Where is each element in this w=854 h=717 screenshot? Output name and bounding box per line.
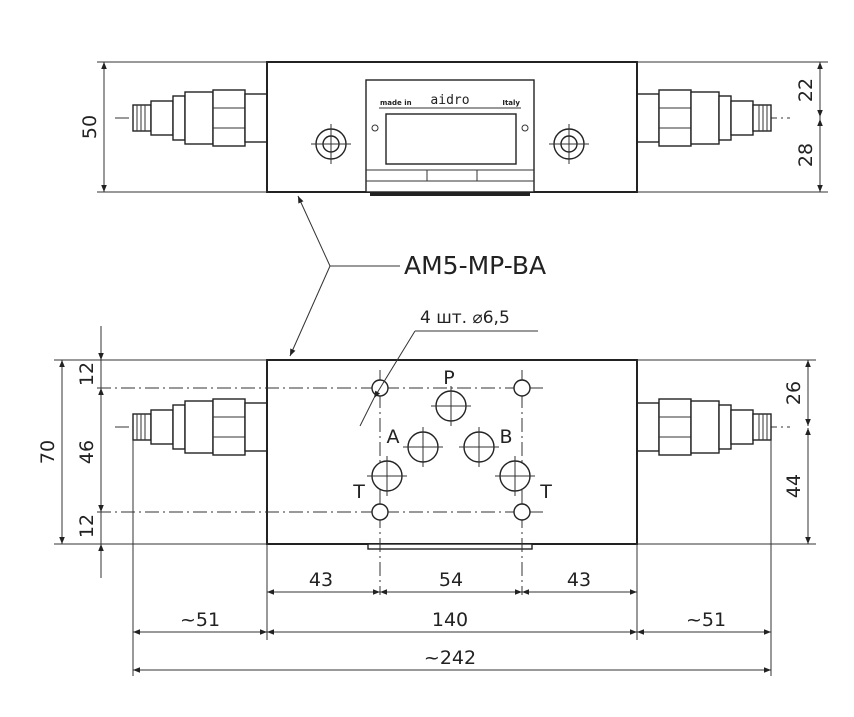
port-a xyxy=(403,427,443,467)
dim-ext-left: ~51 xyxy=(180,609,220,631)
dim-left-top: 12 xyxy=(76,362,98,386)
dim-top-lower: 28 xyxy=(795,143,817,167)
mounting-screw-right xyxy=(549,124,589,164)
top-view: made in aidro Italy 50 22 28 xyxy=(79,61,828,196)
dim-body-len: 140 xyxy=(432,609,468,631)
front-view: P A B T T 4 шт. ⌀6,5 70 12 46 12 26 44 xyxy=(37,308,816,676)
port-label-a: A xyxy=(387,426,400,448)
port-label-t-left: T xyxy=(352,481,365,503)
port-p xyxy=(431,386,471,426)
logo-made-in: made in xyxy=(380,99,412,107)
right-fitting-top xyxy=(636,89,772,147)
holes-note: 4 шт. ⌀6,5 xyxy=(420,308,510,328)
dim-top-upper: 22 xyxy=(795,78,817,102)
model-callout: AM5-MP-BA xyxy=(289,195,546,357)
left-fitting-top xyxy=(132,89,268,147)
mounting-hole-br xyxy=(513,503,531,521)
port-b xyxy=(459,427,499,467)
dim-right-bot: 44 xyxy=(783,474,805,498)
dim-h-right: 43 xyxy=(567,569,591,591)
dim-left-total: 70 xyxy=(37,440,59,464)
model-title: AM5-MP-BA xyxy=(404,251,546,280)
port-label-b: B xyxy=(499,426,512,448)
dim-h-left: 43 xyxy=(309,569,333,591)
port-label-t-right: T xyxy=(539,481,552,503)
dim-h-mid: 54 xyxy=(439,569,463,591)
mounting-hole-tr xyxy=(513,379,531,397)
right-fitting-front xyxy=(636,398,772,456)
mounting-hole-bl xyxy=(371,503,389,521)
port-t-left xyxy=(367,456,407,496)
aidro-logo: aidro xyxy=(430,93,469,108)
dim-left-mid: 46 xyxy=(76,440,98,464)
dim-ext-right: ~51 xyxy=(686,609,726,631)
dim-overall: ~242 xyxy=(424,647,476,669)
dim-right-top: 26 xyxy=(783,381,805,405)
dim-top-height: 50 xyxy=(79,115,101,139)
left-fitting-front xyxy=(132,398,268,456)
port-label-p: P xyxy=(443,367,454,389)
port-t-right xyxy=(495,456,535,496)
label-plate: made in aidro Italy xyxy=(365,79,535,196)
dim-left-bot: 12 xyxy=(76,514,98,538)
mounting-screw-left xyxy=(311,124,351,164)
logo-italy: Italy xyxy=(502,99,520,107)
